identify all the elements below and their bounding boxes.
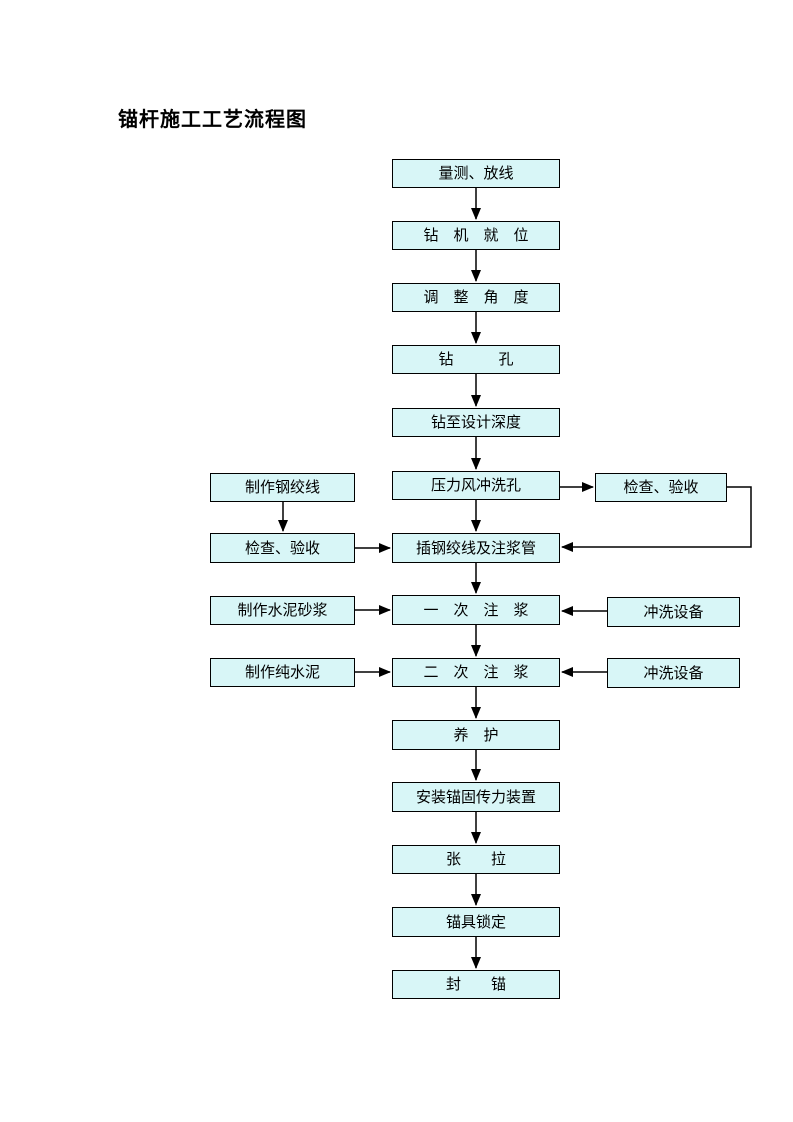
flow-step-4-drill-hole: 钻 孔 (392, 345, 560, 374)
page-title: 锚杆施工工艺流程图 (118, 107, 307, 131)
flow-step-13-anchor-locking: 锚具锁定 (392, 907, 560, 937)
flow-step-8-first-grouting: 一 次 注 浆 (392, 595, 560, 625)
flow-step-5-drill-to-depth: 钻至设计深度 (392, 408, 560, 437)
flow-step-12-tensioning: 张 拉 (392, 845, 560, 874)
right-box-1-check-accept: 检查、验收 (595, 473, 727, 502)
flow-step-6-air-flush-hole: 压力风冲洗孔 (392, 471, 560, 500)
right-box-3-flush-equipment: 冲洗设备 (607, 658, 740, 688)
left-box-4-make-pure-cement: 制作纯水泥 (210, 658, 355, 687)
flow-step-9-second-grouting: 二 次 注 浆 (392, 658, 560, 687)
flow-step-3-adjust-angle: 调 整 角 度 (392, 283, 560, 312)
left-box-3-make-cement-mortar: 制作水泥砂浆 (210, 596, 355, 625)
flow-step-2-drill-in-position: 钻 机 就 位 (392, 221, 560, 250)
flow-step-1-measure-layout: 量测、放线 (392, 159, 560, 188)
flow-step-10-curing: 养 护 (392, 720, 560, 750)
right-box-2-flush-equipment: 冲洗设备 (607, 597, 740, 627)
flow-step-7-insert-strand-grout-pipe: 插钢绞线及注浆管 (392, 533, 560, 563)
flow-step-14-seal-anchor: 封 锚 (392, 970, 560, 999)
left-box-1-make-steel-strand: 制作钢绞线 (210, 473, 355, 502)
flow-step-11-install-anchor-device: 安装锚固传力装置 (392, 782, 560, 812)
left-box-2-check-accept: 检查、验收 (210, 533, 355, 563)
